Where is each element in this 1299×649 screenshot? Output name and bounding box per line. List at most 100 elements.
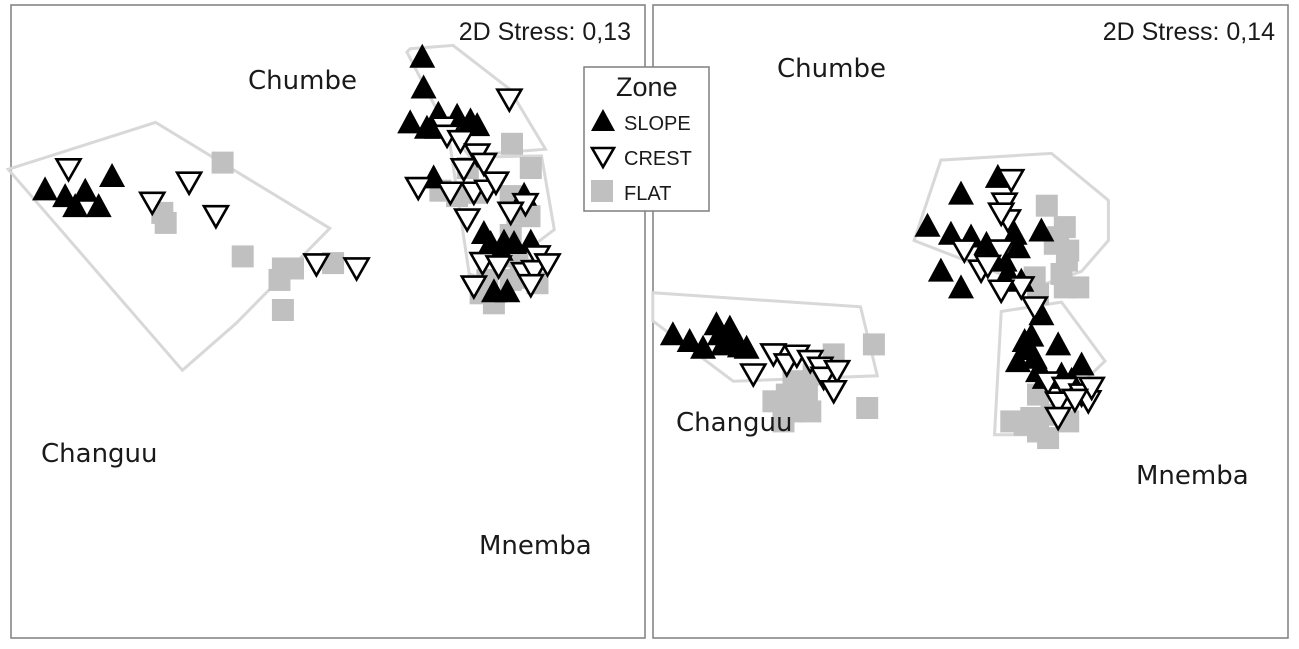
crest-point — [174, 171, 204, 197]
flat-point — [1067, 276, 1090, 299]
group-label-changuu-right: Changuu — [676, 408, 793, 438]
legend-title: Zone — [616, 72, 678, 102]
slope-point — [494, 278, 521, 303]
crest-point — [54, 158, 83, 183]
stress-label-left: 2D Stress: 0,13 — [459, 18, 631, 46]
crest-point — [342, 257, 371, 283]
slope-point — [726, 333, 753, 358]
slope-point — [690, 334, 717, 359]
slope-point — [948, 274, 974, 299]
nmds-panel-left: 2D Stress: 0,13 Chumbe Mnemba Changuu — [5, 4, 646, 639]
stress-label-right: 2D Stress: 0,14 — [1103, 18, 1275, 46]
panel-frame-left — [10, 4, 646, 639]
slope-point — [1021, 344, 1048, 369]
crest-point — [986, 202, 1016, 228]
slope-point — [32, 176, 59, 201]
legend-marker-flat — [591, 180, 613, 202]
flat-point — [154, 211, 177, 234]
crest-point — [481, 171, 511, 197]
crest-point — [302, 253, 331, 279]
crest-point — [1007, 276, 1036, 302]
crest-point — [201, 204, 231, 230]
flat-point — [795, 380, 818, 403]
slope-point — [1004, 234, 1031, 259]
group-label-changuu-left: Changuu — [41, 439, 158, 469]
crest-point — [403, 176, 433, 202]
hull-chumbe-right — [912, 151, 1110, 289]
flat-point — [1035, 194, 1058, 217]
flat-point — [762, 390, 785, 413]
crest-point — [138, 191, 167, 217]
flat-point — [799, 400, 822, 423]
slope-point — [85, 193, 112, 218]
slope-point — [914, 212, 941, 237]
crest-point — [496, 201, 525, 227]
crest-point — [495, 88, 524, 114]
crest-point — [1043, 406, 1073, 432]
crest-point — [484, 255, 513, 281]
slope-point — [1068, 351, 1095, 376]
crest-point — [1043, 391, 1073, 417]
slope-point — [1028, 217, 1055, 242]
crest-point — [809, 366, 838, 392]
marks-layer-left — [32, 43, 562, 321]
crest-point — [452, 208, 482, 234]
flat-point — [772, 410, 795, 433]
slope-point — [1045, 331, 1072, 356]
crest-point — [973, 254, 1003, 280]
legend-marker-crest — [589, 146, 617, 170]
slope-point — [927, 257, 954, 282]
legend-label-flat: FLAT — [624, 183, 671, 205]
slope-point — [984, 163, 1011, 188]
slope-point — [409, 43, 436, 68]
flat-point — [501, 132, 523, 155]
slope-point — [62, 193, 89, 218]
marks-layer-right — [659, 163, 1106, 450]
slope-point — [659, 321, 686, 346]
crest-point — [986, 239, 1016, 265]
crest-point — [533, 253, 562, 279]
slope-point — [937, 220, 964, 245]
group-label-mnemba-right: Mnemba — [1136, 461, 1249, 491]
crest-point — [459, 275, 489, 301]
crest-point — [469, 152, 499, 178]
slope-point — [710, 331, 737, 356]
slope-point — [1004, 348, 1031, 373]
group-label-mnemba-left: Mnemba — [479, 531, 592, 561]
flat-point — [862, 333, 885, 356]
crest-point — [519, 259, 549, 285]
crest-point — [1020, 296, 1049, 322]
legend-marker-slope — [591, 109, 615, 131]
slope-point — [99, 163, 126, 187]
nmds-panel-right: 2D Stress: 0,14 Chumbe Changuu Mnemba — [651, 4, 1289, 639]
crest-point — [950, 239, 979, 265]
group-label-chumbe-left: Chumbe — [248, 66, 357, 96]
flat-point — [519, 157, 542, 179]
slope-point — [397, 109, 424, 134]
slope-point — [676, 328, 703, 352]
crest-point — [1060, 388, 1090, 414]
crest-point — [739, 363, 768, 389]
crest-point — [436, 181, 465, 207]
slope-point — [1001, 220, 1028, 245]
crest-point — [997, 168, 1026, 194]
legend: Zone SLOPE CREST FLAT — [583, 66, 710, 212]
crest-point — [986, 279, 1016, 305]
crest-point — [822, 359, 852, 385]
flat-point — [271, 299, 294, 321]
flat-point — [856, 397, 879, 419]
crest-point — [449, 158, 479, 183]
slope-point — [410, 74, 437, 99]
flat-point — [211, 151, 234, 174]
flat-point — [1037, 427, 1060, 450]
legend-label-crest: CREST — [624, 148, 692, 170]
slope-point — [948, 180, 974, 205]
legend-label-slope: SLOPE — [624, 113, 691, 135]
panel-frame-right — [652, 4, 1289, 639]
slope-point — [72, 177, 99, 202]
group-label-chumbe-right: Chumbe — [777, 54, 886, 84]
crest-point — [819, 379, 848, 405]
crest-point — [446, 129, 475, 155]
flat-point — [1000, 410, 1023, 433]
